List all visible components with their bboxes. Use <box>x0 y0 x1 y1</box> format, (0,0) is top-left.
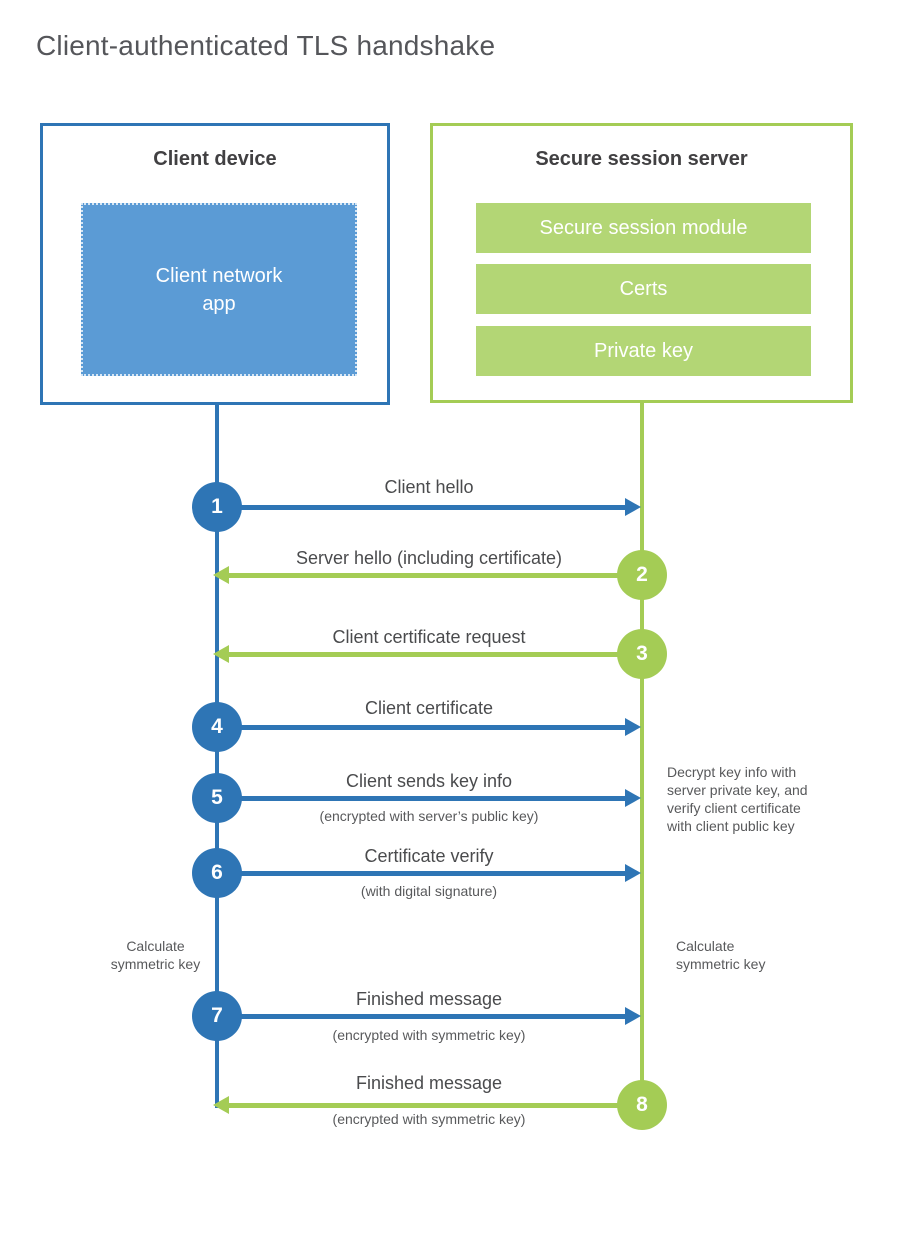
step-3-arrow-left-icon <box>213 645 642 663</box>
step-6-badge: 6 <box>192 848 242 898</box>
page-title: Client-authenticated TLS handshake <box>36 30 496 61</box>
calculate-symmetric-key-right: Calculate symmetric key <box>676 938 766 972</box>
step-8-label: Finished message <box>355 1073 503 1093</box>
step-1-label: Client hello <box>384 477 474 497</box>
step-8-badge: 8 <box>617 1080 667 1130</box>
step-3-label: Client certificate request <box>332 627 526 647</box>
step-3-badge: 3 <box>617 629 667 679</box>
decrypt-key-note: Decrypt key info with server private key… <box>667 764 808 834</box>
client-device-title: Client device <box>153 148 277 170</box>
client-lifeline <box>215 405 219 1108</box>
client-network-app-box: Client network app <box>81 203 357 376</box>
step-1-badge: 1 <box>192 482 242 532</box>
step-6-label: Certificate verify <box>364 846 494 866</box>
client-device-box: Client device Client network app <box>40 123 390 405</box>
step-7-arrow-right-icon <box>217 1007 641 1025</box>
step-7-label: Finished message <box>355 989 503 1009</box>
step-5-badge: 5 <box>192 773 242 823</box>
step-4-badge: 4 <box>192 702 242 752</box>
server-module-certs: Certs <box>476 264 811 314</box>
step-5-sublabel: (encrypted with server’s public key) <box>319 808 539 824</box>
server-lifeline <box>640 403 644 1105</box>
step-5-arrow-right-icon <box>217 789 641 807</box>
step-5-label: Client sends key info <box>345 771 513 791</box>
step-4-arrow-right-icon <box>217 718 641 736</box>
step-6-sublabel: (with digital signature) <box>360 883 498 899</box>
server-box-title: Secure session server <box>535 148 748 170</box>
step-6-arrow-right-icon <box>217 864 641 882</box>
step-2-badge: 2 <box>617 550 667 600</box>
server-module-private-key: Private key <box>476 326 811 376</box>
step-4-label: Client certificate <box>364 698 494 718</box>
step-7-sublabel: (encrypted with symmetric key) <box>332 1027 526 1043</box>
secure-session-server-box: Secure session server Secure session mod… <box>430 123 853 403</box>
step-1-arrow-right-icon <box>217 498 641 516</box>
server-module-secure-session: Secure session module <box>476 203 811 253</box>
step-8-arrow-left-icon <box>213 1096 642 1114</box>
step-8-sublabel: (encrypted with symmetric key) <box>332 1111 526 1127</box>
step-2-arrow-left-icon <box>213 566 642 584</box>
step-7-badge: 7 <box>192 991 242 1041</box>
calculate-symmetric-key-left: Calculate symmetric key <box>110 938 201 972</box>
step-2-label: Server hello (including certificate) <box>295 548 563 568</box>
